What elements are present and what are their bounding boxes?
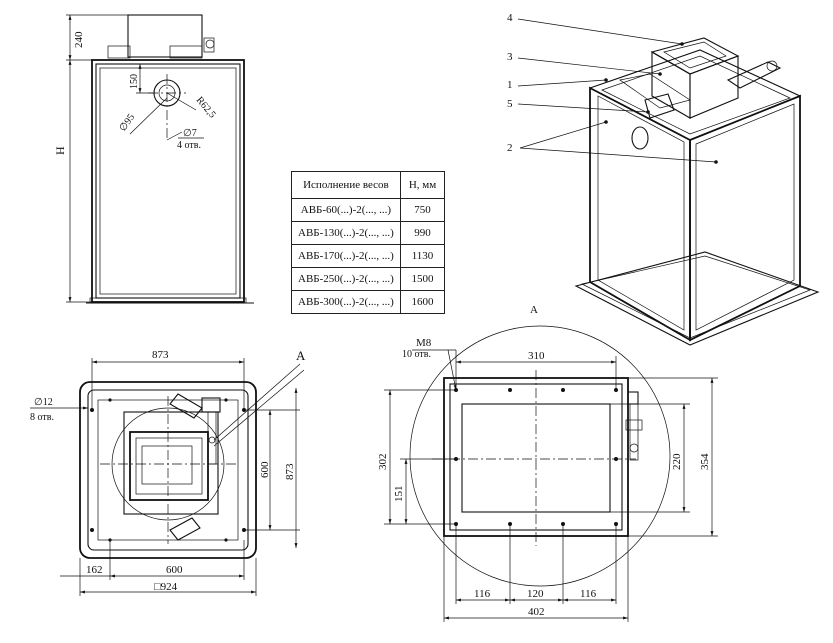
dim-600-right: 600 (259, 461, 271, 478)
housing-right-face (689, 94, 801, 342)
detail-view-a (384, 325, 718, 622)
header-version: Исполнение весов (291, 171, 401, 199)
dim-4holes: 4 отв. (177, 140, 201, 151)
callout-3: 3 (507, 51, 513, 63)
table-header-row: Исполнение весов H, мм (291, 171, 446, 199)
table-row: АВБ-250(...)-2(..., ...) 1500 (291, 267, 446, 291)
dim-162: 162 (86, 564, 103, 576)
versions-table: Исполнение весов H, мм АВБ-60(...)-2(...… (291, 171, 446, 314)
header-height: H, мм (399, 171, 446, 199)
dim-10holes: 10 отв. (402, 349, 431, 360)
table-cell: 1600 (399, 290, 446, 314)
housing-left-face (589, 86, 691, 342)
isometric-view (517, 18, 820, 346)
dim-h: H (53, 146, 67, 155)
plan-base-plate (79, 381, 257, 559)
table-row: АВБ-130(...)-2(..., ...) 990 (291, 221, 446, 245)
table-cell: АВБ-170(...)-2(..., ...) (291, 244, 401, 268)
dim-r62: R62,5 (194, 95, 218, 121)
table-cell: АВБ-300(...)-2(..., ...) (291, 290, 401, 314)
plan-view (30, 358, 305, 596)
dim-120: 120 (527, 588, 544, 600)
table-cell: 750 (399, 198, 446, 222)
table-cell: АВБ-60(...)-2(..., ...) (291, 198, 401, 222)
dim-354: 354 (699, 453, 711, 470)
callout-5: 5 (507, 98, 513, 110)
callout-4: 4 (507, 12, 513, 24)
table-cell: 1130 (399, 244, 446, 268)
dim-302: 302 (377, 454, 389, 471)
dim-310: 310 (528, 350, 545, 362)
dim-240: 240 (73, 31, 85, 48)
dim-m8: М8 (416, 337, 432, 349)
dim-924: □924 (154, 581, 178, 593)
dim-873-right: 873 (284, 463, 296, 480)
dim-402: 402 (528, 606, 545, 618)
dim-116-left: 116 (474, 588, 491, 600)
table-cell: АВБ-130(...)-2(..., ...) (291, 221, 401, 245)
top-hopper-box (127, 14, 203, 58)
dim-151: 151 (393, 486, 405, 503)
detail-window (461, 403, 611, 513)
dim-116-right: 116 (580, 588, 597, 600)
table-row: АВБ-60(...)-2(..., ...) 750 (291, 198, 446, 222)
table-cell: АВБ-250(...)-2(..., ...) (291, 267, 401, 291)
callout-1: 1 (507, 79, 513, 91)
dim-220: 220 (671, 453, 683, 470)
dim-d95: ∅95 (117, 112, 137, 134)
table-row: АВБ-170(...)-2(..., ...) 1130 (291, 244, 446, 268)
table-cell: 1500 (399, 267, 446, 291)
table-cell: 990 (399, 221, 446, 245)
view-label-a: А (530, 304, 538, 316)
callout-2: 2 (507, 142, 513, 154)
detail-boundary-circle (409, 325, 671, 587)
table-row: АВБ-300(...)-2(..., ...) 1600 (291, 290, 446, 314)
view-marker-a: А (296, 348, 306, 363)
dim-600-bottom: 600 (166, 564, 183, 576)
housing-outline (91, 59, 245, 303)
dim-873-top: 873 (152, 349, 169, 361)
dim-8holes: 8 отв. (30, 412, 54, 423)
front-view (66, 14, 254, 304)
dim-d12: ∅12 (34, 397, 53, 408)
dim-d7: ∅7 (183, 128, 197, 139)
dim-150: 150 (129, 74, 140, 89)
